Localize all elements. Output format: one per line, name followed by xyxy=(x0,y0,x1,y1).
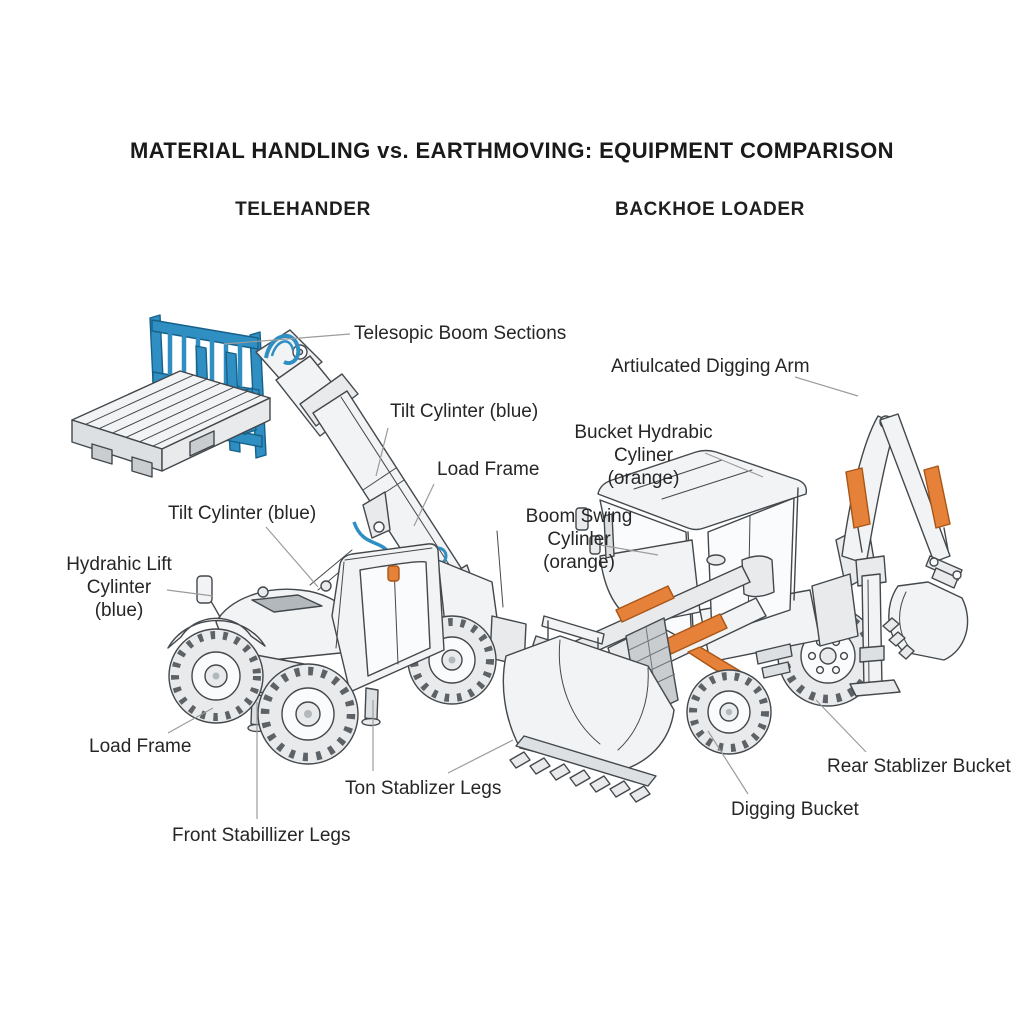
label-digging-bucket: Digging Bucket xyxy=(731,799,859,820)
backhoe-front-wheel xyxy=(686,669,772,755)
label-tilt-cylinder-upper: Tilt Cylinter (blue) xyxy=(390,401,539,422)
leader-lines xyxy=(166,333,867,819)
side-mirror xyxy=(196,575,213,604)
label-front-stabilizer-legs: Front Stabillizer Legs xyxy=(172,825,351,846)
stabilizer-foot xyxy=(849,679,901,697)
beacon-light xyxy=(387,565,400,582)
label-hydraulic-lift-cylinder: Hydrahic Lift Cylinter (blue) xyxy=(66,554,172,621)
diagram-title: MATERIAL HANDLING vs. EARTHMOVING: EQUIP… xyxy=(130,138,894,163)
label-load-frame-upper: Load Frame xyxy=(437,459,540,480)
telehandler-left-wheel xyxy=(167,617,266,724)
dipper-cylinder-orange xyxy=(923,465,951,529)
mirror xyxy=(575,507,589,531)
digging-bucket xyxy=(888,581,969,661)
fender xyxy=(167,617,266,649)
backhoe-illustration xyxy=(502,413,969,803)
heading-backhoe: BACKHOE LOADER xyxy=(615,199,805,220)
rear-stabilizer xyxy=(849,555,901,697)
telehandler-right-wheel xyxy=(257,663,359,765)
label-bucket-cylinder: Bucket Hydrabic Cyliner (orange) xyxy=(574,422,713,489)
cab-roof xyxy=(597,449,808,531)
seat xyxy=(741,555,775,598)
loader-bucket xyxy=(502,615,675,803)
bucket-teeth xyxy=(509,751,651,803)
label-top-stabilizer-legs: Ton Stablizer Legs xyxy=(345,778,502,799)
telehandler-illustration xyxy=(71,314,527,765)
label-digging-arm: Artiulcated Digging Arm xyxy=(611,356,810,377)
label-load-frame-lower: Load Frame xyxy=(89,736,192,757)
pallet xyxy=(71,370,271,478)
heading-telehandler: TELEHANDER xyxy=(235,199,371,220)
label-boom-sections: Telesopic Boom Sections xyxy=(354,323,567,344)
label-boom-swing-cylinder: Boom Swing Cylinler (orange) xyxy=(525,506,633,573)
articulated-digging-arm xyxy=(835,413,969,661)
label-tilt-cylinder-lower: Tilt Cylinter (blue) xyxy=(168,503,317,524)
label-rear-stabilizer: Rear Stablizer Bucket xyxy=(827,756,1011,777)
cab-stabilizer-leg xyxy=(364,687,379,721)
boom-cylinder-orange xyxy=(845,467,871,529)
loader-cylinder-orange xyxy=(615,585,675,623)
